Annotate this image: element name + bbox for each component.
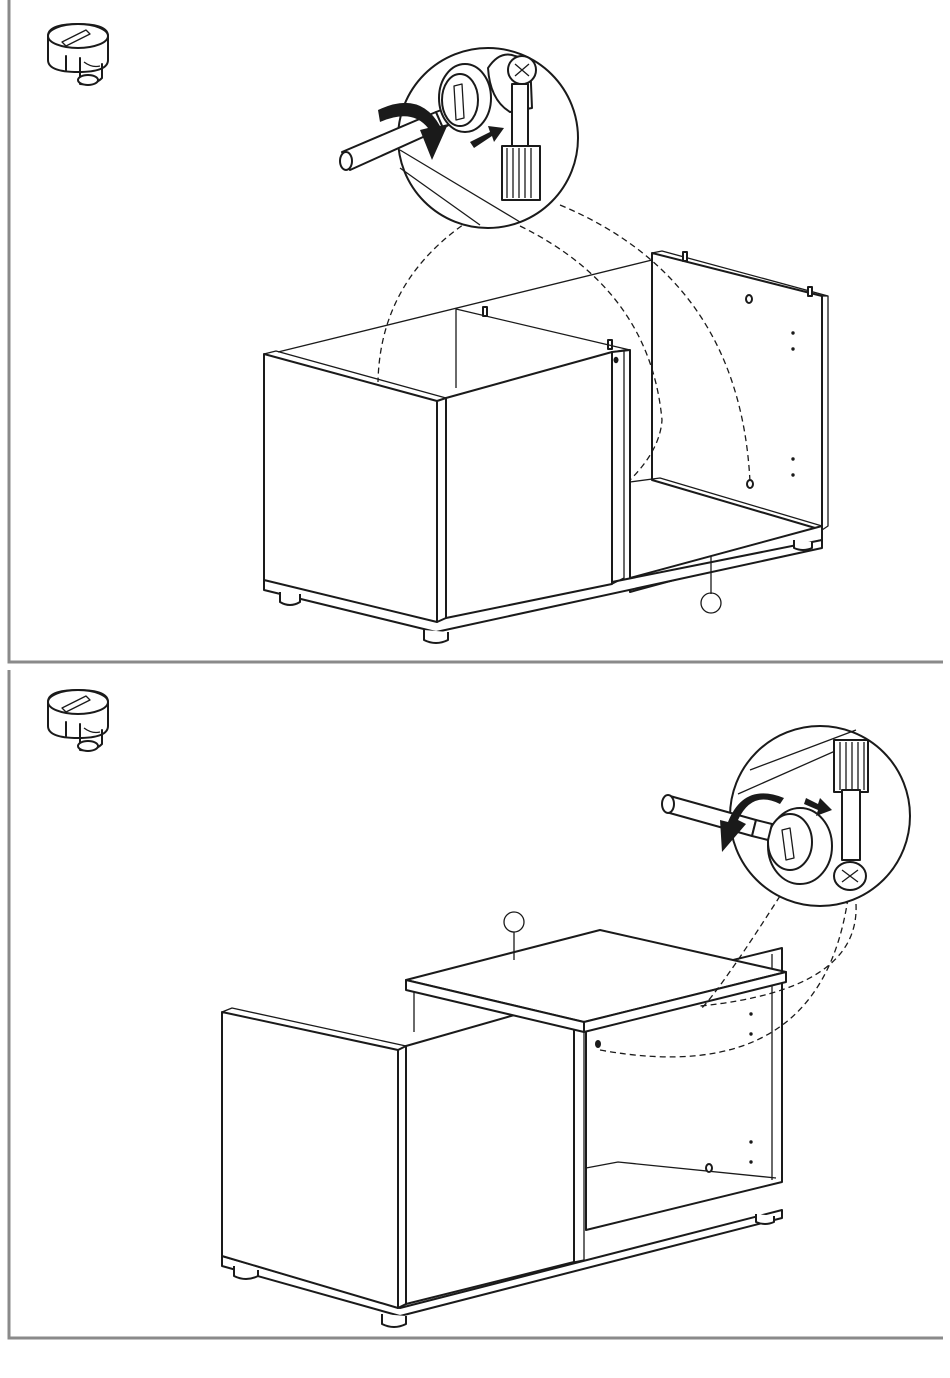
step-1-panel <box>0 0 950 670</box>
foot <box>280 592 300 605</box>
foot <box>424 630 448 643</box>
cam-hole-2 <box>747 480 753 488</box>
right-side-panel <box>652 253 822 530</box>
front-panel <box>406 998 574 1304</box>
foot <box>382 1314 406 1327</box>
step-2-illustration <box>0 670 950 1378</box>
callout-circle <box>504 912 524 932</box>
cam-lock-fitting-icon <box>48 24 108 85</box>
circular-magnified-detail <box>662 726 910 906</box>
cabinet <box>264 251 828 643</box>
circular-magnified-detail <box>340 48 578 228</box>
left-side-panel <box>264 354 437 622</box>
front-panel <box>446 352 612 618</box>
step-1-illustration <box>0 0 950 670</box>
cabinet <box>222 912 786 1327</box>
step-2-panel <box>0 670 950 1378</box>
callout-circle <box>701 593 721 613</box>
cam-hole <box>746 295 752 303</box>
left-side-panel <box>222 1012 398 1308</box>
divider-panel <box>612 350 630 584</box>
cam-lock-fitting-icon <box>48 690 108 751</box>
